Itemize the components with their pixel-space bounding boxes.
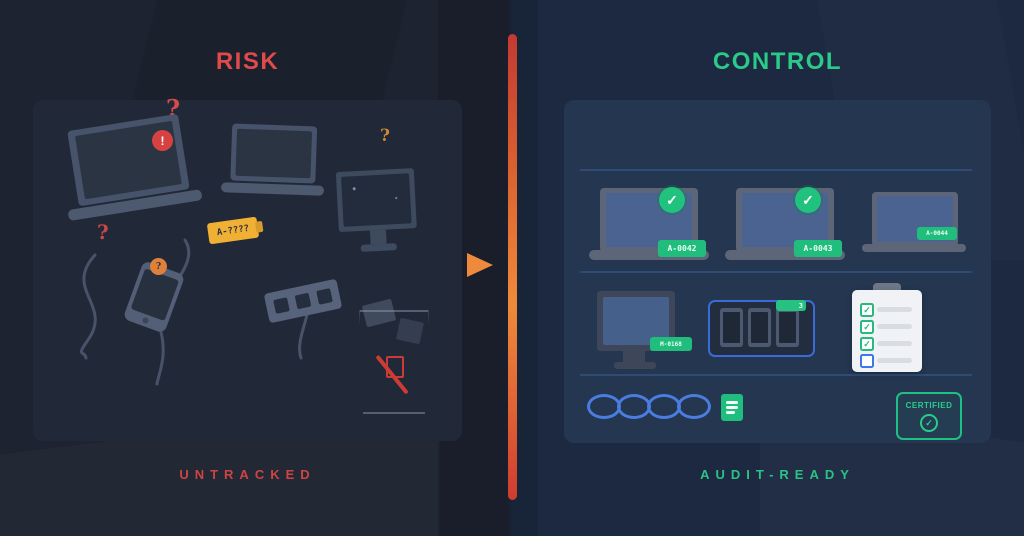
checklist-clipboard-icon: ✓ ✓ ✓ bbox=[852, 290, 922, 372]
empty-checkbox-icon bbox=[860, 354, 874, 368]
checked-checkbox-icon: ✓ bbox=[860, 320, 874, 334]
question-mark-icon: ? bbox=[380, 126, 390, 146]
chain-link-icon bbox=[647, 394, 681, 419]
checked-checkbox-icon: ✓ bbox=[860, 337, 874, 351]
checkmark-badge-icon: ✓ bbox=[795, 187, 821, 213]
untracked-laptop-icon bbox=[220, 123, 326, 199]
checked-checkbox-icon: ✓ bbox=[860, 303, 874, 317]
alert-badge-icon: ! bbox=[152, 130, 173, 151]
count-tag: 3 bbox=[776, 300, 806, 311]
laptop-base bbox=[725, 250, 845, 260]
question-mark-icon: ? bbox=[97, 220, 109, 244]
laptop-base bbox=[862, 244, 966, 252]
question-badge-icon: ? bbox=[150, 258, 167, 275]
asset-tag: M-0168 bbox=[650, 337, 692, 351]
certified-badge: CERTIFIED ✓ bbox=[896, 392, 962, 440]
tracked-monitor-icon bbox=[597, 291, 681, 371]
asset-tag: A-0042 bbox=[658, 240, 706, 257]
control-title: CONTROL bbox=[712, 48, 843, 75]
arrow-right-icon bbox=[467, 253, 493, 277]
chain-link-icon bbox=[617, 394, 651, 419]
audit-ready-caption: AUDIT-READY bbox=[700, 467, 855, 482]
check-circle-icon: ✓ bbox=[920, 414, 938, 432]
untracked-monitor-icon bbox=[334, 168, 422, 258]
document-icon bbox=[721, 394, 743, 421]
certified-label: CERTIFIED bbox=[905, 401, 953, 410]
list-line bbox=[877, 341, 912, 346]
asset-tag: A-0044 bbox=[917, 227, 957, 240]
list-line bbox=[877, 358, 912, 363]
row-divider bbox=[580, 271, 972, 273]
checkmark-badge-icon: ✓ bbox=[659, 187, 685, 213]
untracked-caption: UNTRACKED bbox=[179, 467, 316, 482]
list-line bbox=[877, 307, 912, 312]
risk-title: RISK bbox=[215, 48, 280, 75]
row-divider bbox=[580, 169, 972, 171]
chain-link-icon bbox=[677, 394, 711, 419]
laptop-base bbox=[589, 250, 709, 260]
divider-bar bbox=[508, 34, 517, 500]
row-divider bbox=[580, 374, 972, 376]
list-line bbox=[877, 324, 912, 329]
asset-tag: A-0043 bbox=[794, 240, 842, 257]
chain-link-icon bbox=[587, 394, 621, 419]
